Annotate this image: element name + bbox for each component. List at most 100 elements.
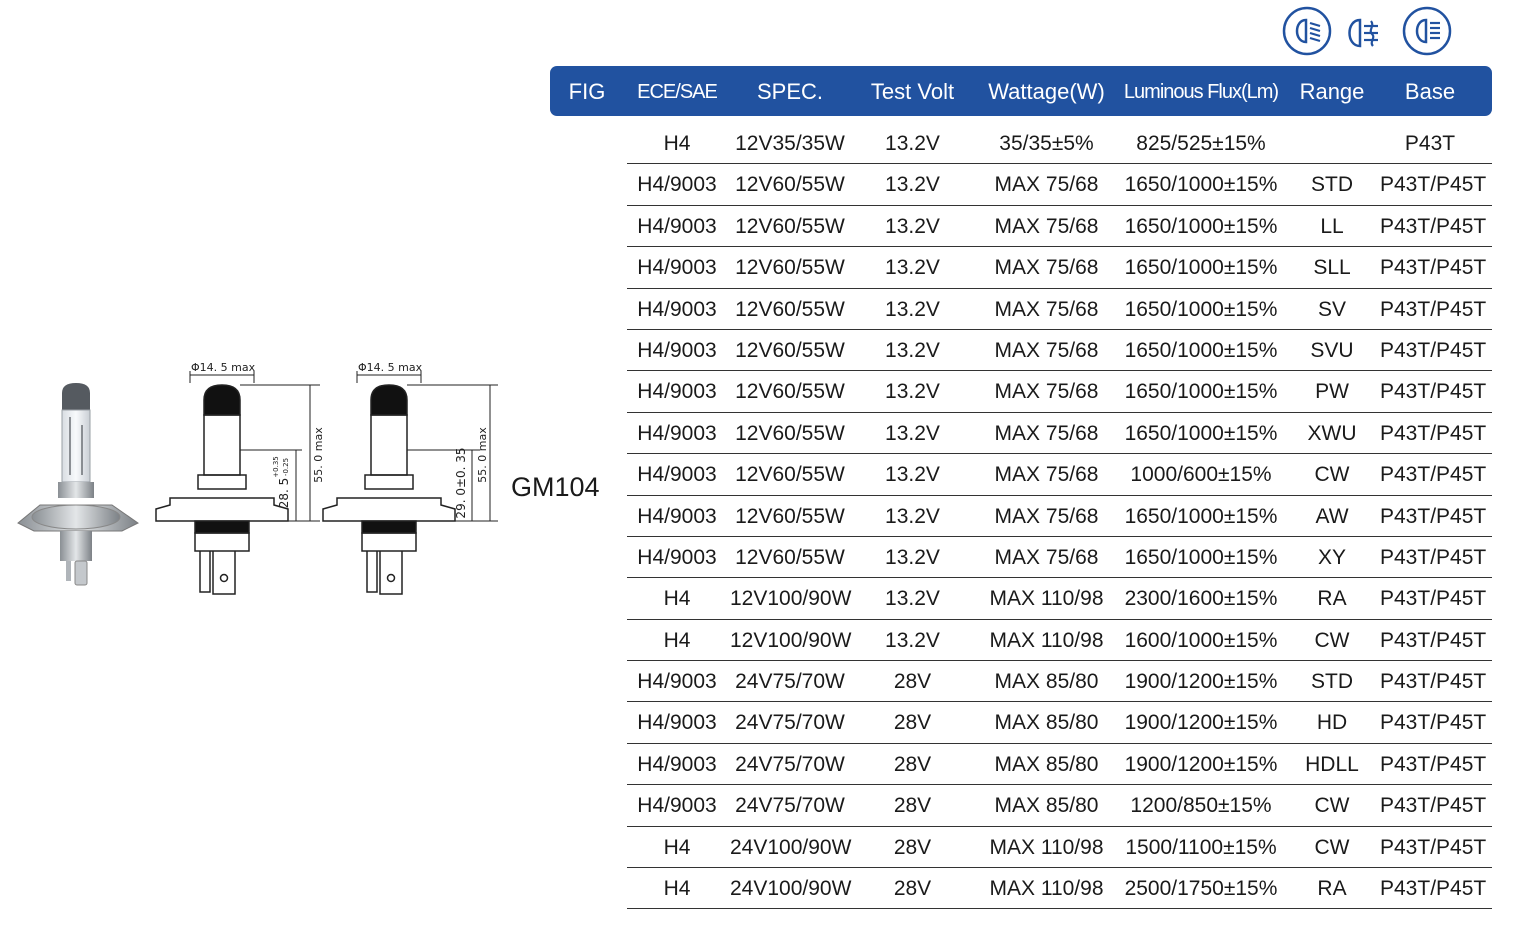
cell-wattage: MAX 75/68 <box>994 463 1099 487</box>
cell-test-volt: 28V <box>893 835 932 859</box>
cell-luminous-flux: 1900/1200±15% <box>1124 670 1278 694</box>
cell-range: CW <box>1314 794 1350 818</box>
cell-spec: 12V60/55W <box>735 214 845 238</box>
cell-wattage: MAX 75/68 <box>994 214 1099 238</box>
header-spec: SPEC. <box>756 79 824 104</box>
cell-test-volt: 13.2V <box>885 545 940 569</box>
cell-base: P43T/P45T <box>1380 711 1487 735</box>
cell-spec: 24V75/70W <box>735 711 845 735</box>
cell-luminous-flux: 1650/1000±15% <box>1124 214 1278 238</box>
tolerance-upper-label: +0.35 <box>272 456 280 477</box>
cell-spec: 12V60/55W <box>735 173 845 197</box>
cell-ece-sae: H4/9003 <box>637 463 717 487</box>
cell-base: P43T/P45T <box>1380 628 1487 652</box>
cell-base: P43T/P45T <box>1380 794 1487 818</box>
cell-ece-sae: H4/9003 <box>637 256 717 280</box>
cell-test-volt: 13.2V <box>885 338 940 362</box>
high-beam-headlight-icon <box>1402 6 1452 56</box>
cell-base: P43T/P45T <box>1380 256 1487 280</box>
cell-test-volt: 13.2V <box>885 256 940 280</box>
cell-base: P43T/P45T <box>1380 463 1487 487</box>
total-height-label-left: 55. 0 max <box>312 427 325 483</box>
cell-ece-sae: H4/9003 <box>637 545 717 569</box>
diameter-label-left: Φ14. 5 max <box>191 361 256 374</box>
cell-luminous-flux: 1650/1000±15% <box>1124 256 1278 280</box>
cell-base: P43T/P45T <box>1380 752 1487 776</box>
cell-test-volt: 13.2V <box>885 421 940 445</box>
cell-wattage: MAX 75/68 <box>994 545 1099 569</box>
cell-range: XY <box>1317 545 1346 569</box>
cell-ece-sae: H4/9003 <box>637 380 717 404</box>
cell-test-volt: 28V <box>893 794 932 818</box>
cell-spec: 12V60/55W <box>735 256 845 280</box>
cell-range: PW <box>1315 380 1349 404</box>
partial-height-label-right: 29. 0±0. 35 <box>454 447 468 518</box>
cell-wattage: MAX 75/68 <box>994 504 1099 528</box>
cell-wattage: MAX 110/98 <box>989 628 1104 652</box>
cell-luminous-flux: 1500/1100±15% <box>1125 835 1277 859</box>
cell-range: SVU <box>1310 338 1354 362</box>
cell-base: P43T/P45T <box>1380 587 1487 611</box>
cell-ece-sae: H4 <box>663 587 691 611</box>
cell-luminous-flux: 825/525±15% <box>1136 132 1266 155</box>
cell-test-volt: 13.2V <box>885 132 940 155</box>
cell-ece-sae: H4/9003 <box>637 421 717 445</box>
cell-range: STD <box>1311 173 1353 197</box>
cell-luminous-flux: 1200/850±15% <box>1130 794 1272 818</box>
cell-ece-sae: H4/9003 <box>637 297 717 321</box>
cell-luminous-flux: 1000/600±15% <box>1130 463 1272 487</box>
lamp-function-icons <box>1280 6 1460 56</box>
cell-ece-sae: H4 <box>663 628 691 652</box>
cell-test-volt: 28V <box>893 877 932 901</box>
cell-wattage: MAX 110/98 <box>989 877 1104 901</box>
cell-test-volt: 13.2V <box>885 214 940 238</box>
cell-luminous-flux: 1650/1000±15% <box>1124 545 1278 569</box>
cell-base: P43T <box>1404 132 1456 155</box>
cell-range: RA <box>1317 877 1347 901</box>
cell-wattage: MAX 75/68 <box>994 297 1099 321</box>
cell-wattage: MAX 85/80 <box>994 670 1099 694</box>
cell-luminous-flux: 1650/1000±15% <box>1124 297 1278 321</box>
fog-light-icon <box>1348 18 1378 48</box>
cell-range: RA <box>1317 587 1347 611</box>
cell-luminous-flux: 1650/1000±15% <box>1124 338 1278 362</box>
header-range: Range <box>1299 79 1365 104</box>
cell-test-volt: 28V <box>893 752 932 776</box>
cell-test-volt: 13.2V <box>885 380 940 404</box>
low-beam-headlight-icon <box>1282 6 1332 56</box>
cell-spec: 12V60/55W <box>735 338 845 362</box>
cell-base: P43T/P45T <box>1380 545 1487 569</box>
cell-luminous-flux: 1600/1000±15% <box>1124 628 1278 652</box>
cell-wattage: MAX 75/68 <box>994 338 1099 362</box>
cell-test-volt: 13.2V <box>885 587 940 611</box>
cell-range: CW <box>1314 463 1350 487</box>
cell-test-volt: 13.2V <box>885 628 940 652</box>
cell-spec: 12V100/90W <box>730 628 852 652</box>
cell-luminous-flux: 1650/1000±15% <box>1124 504 1278 528</box>
cell-test-volt: 13.2V <box>885 504 940 528</box>
cell-wattage: MAX 85/80 <box>994 711 1099 735</box>
cell-ece-sae: H4 <box>663 835 691 859</box>
cell-spec: 24V75/70W <box>735 752 845 776</box>
cell-ece-sae: H4/9003 <box>637 173 717 197</box>
cell-wattage: MAX 85/80 <box>994 794 1099 818</box>
cell-spec: 24V75/70W <box>735 794 845 818</box>
cell-spec: 24V100/90W <box>730 835 852 859</box>
model-label: GM104 <box>511 472 600 502</box>
cell-luminous-flux: 2500/1750±15% <box>1124 877 1278 901</box>
cell-spec: 12V60/55W <box>735 297 845 321</box>
cell-base: P43T/P45T <box>1380 421 1487 445</box>
tolerance-lower-label: -0.25 <box>282 458 290 476</box>
cell-luminous-flux: 2300/1600±15% <box>1124 587 1278 611</box>
cell-spec: 12V60/55W <box>735 504 845 528</box>
cell-wattage: MAX 110/98 <box>989 587 1104 611</box>
cell-range: CW <box>1314 628 1350 652</box>
